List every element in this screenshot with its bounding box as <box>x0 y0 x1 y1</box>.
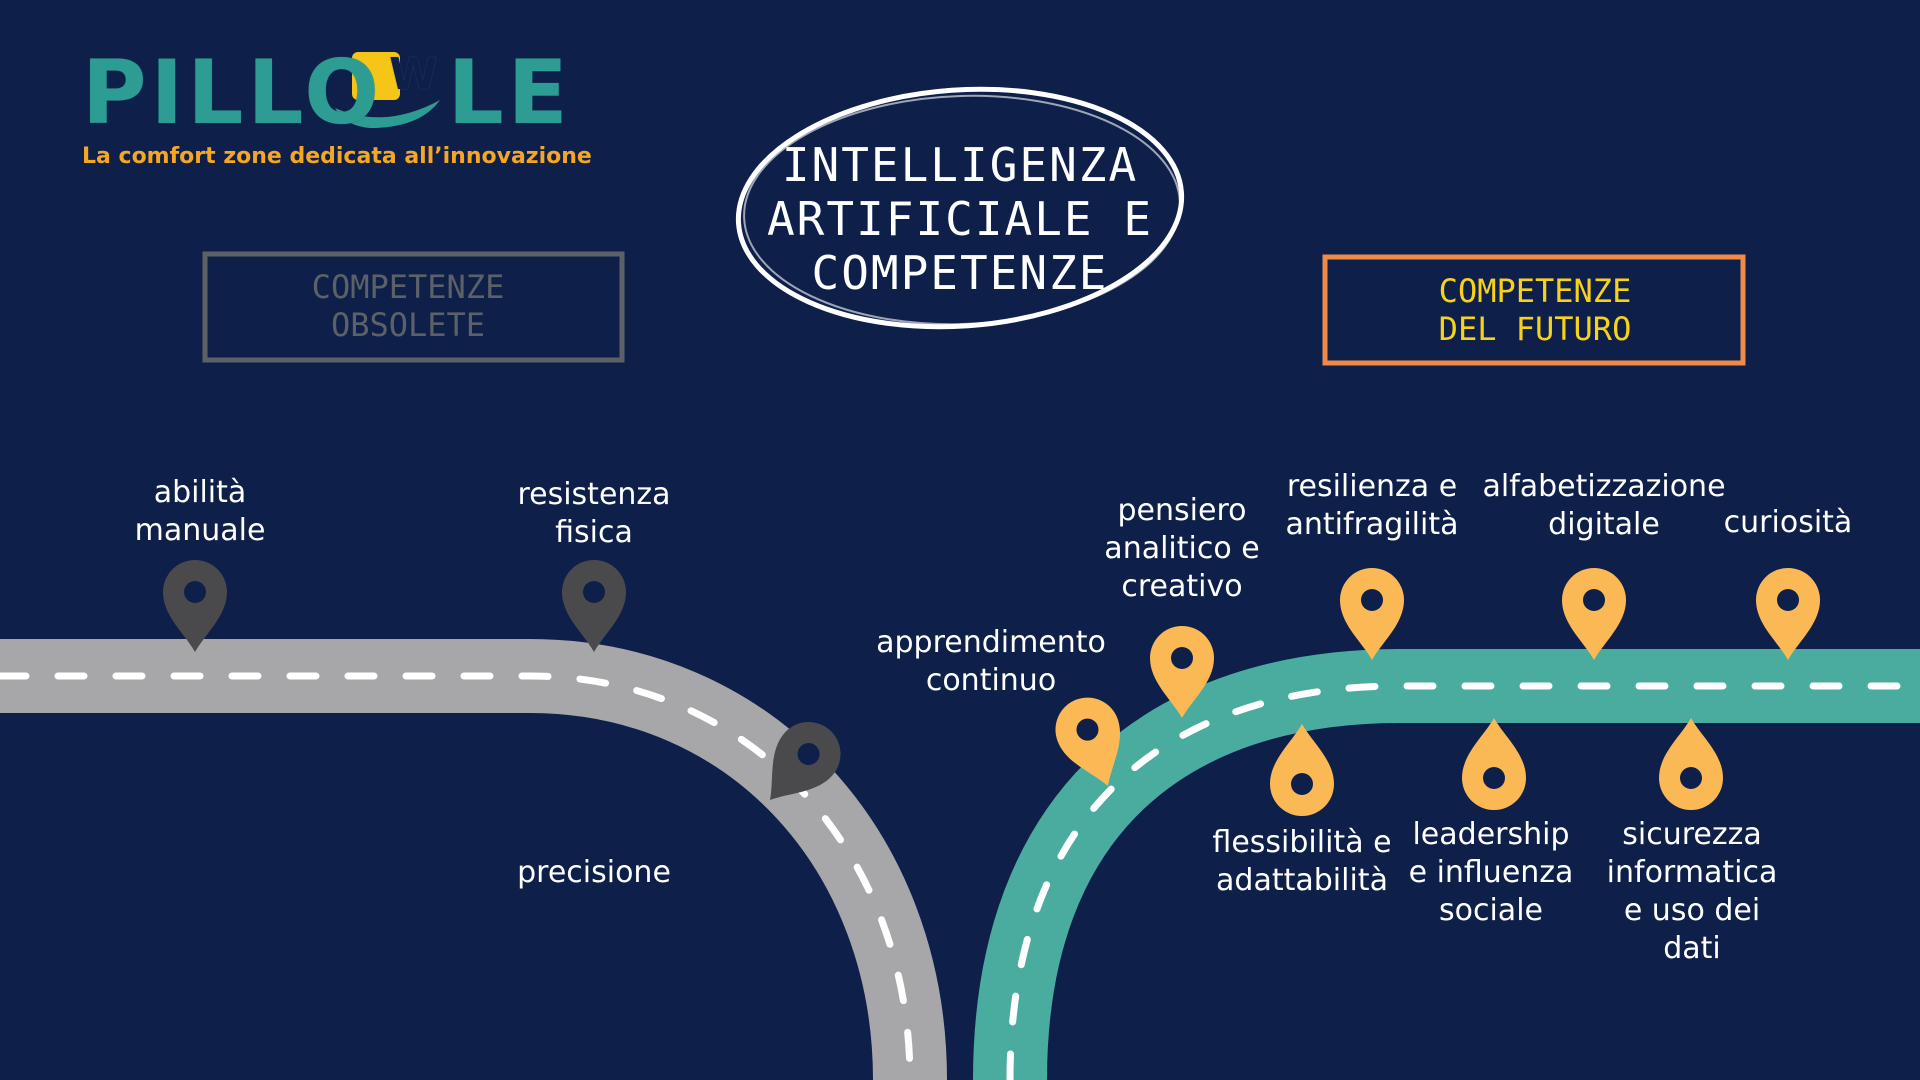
box-obsolete <box>202 251 625 363</box>
skill-label-leadership: leadership e influenza sociale <box>1408 817 1574 928</box>
box-future <box>1322 254 1746 366</box>
pin-leadership-icon <box>1462 718 1526 810</box>
pin-precisione-icon <box>770 722 841 800</box>
pin-flessibilita-icon <box>1270 724 1334 816</box>
skill-label-apprendimento-continuo: apprendimento continuo <box>876 625 1106 698</box>
skill-label-sicurezza: sicurezza informatica e uso dei dati <box>1606 817 1778 966</box>
skill-label-pensiero-analitico: pensiero analitico e creativo <box>1104 493 1260 604</box>
pin-apprendimento-continuo-icon <box>1055 697 1121 786</box>
skill-label-resilienza: resilienza e antifragilità <box>1285 469 1459 542</box>
skill-label-resistenza-fisica: resistenza fisica <box>517 477 671 550</box>
road-future <box>973 649 1920 1080</box>
pin-resilienza-icon <box>1340 568 1404 660</box>
skill-label-abilita-manuale: abilità manuale <box>134 475 266 548</box>
logo-tagline: La comfort zone dedicata all’innovazione <box>82 144 592 169</box>
title-ellipse-stroke2 <box>743 94 1181 326</box>
title-ellipse <box>735 86 1185 330</box>
box-obsolete-label: COMPETENZE OBSOLETE <box>311 268 505 344</box>
page-title: INTELLIGENZA ARTIFICIALE E COMPETENZE <box>766 138 1154 300</box>
pin-resistenza-fisica-icon <box>562 560 626 652</box>
skill-label-flessibilita: flessibilità e adattabilità <box>1212 825 1392 898</box>
skill-label-precisione: precisione <box>517 855 671 890</box>
road-obsolete <box>0 639 947 1080</box>
box-future-label: COMPETENZE DEL FUTURO <box>1438 272 1632 348</box>
skill-label-alfabetizzazione: alfabetizzazione digitale <box>1482 469 1726 542</box>
pin-alfabetizzazione-icon <box>1562 568 1626 660</box>
logo-w-badge <box>335 52 440 128</box>
logo-right: LE <box>447 41 572 144</box>
pin-curiosita-icon <box>1756 568 1820 660</box>
logo-left: PILLO <box>82 41 384 144</box>
pin-pensiero-analitico-icon <box>1150 626 1214 718</box>
pins-layer <box>163 560 1820 816</box>
pin-abilita-manuale-icon <box>163 560 227 652</box>
skill-label-curiosita: curiosità <box>1723 505 1853 540</box>
pin-sicurezza-icon <box>1659 718 1723 810</box>
logo-w: W <box>389 49 442 100</box>
